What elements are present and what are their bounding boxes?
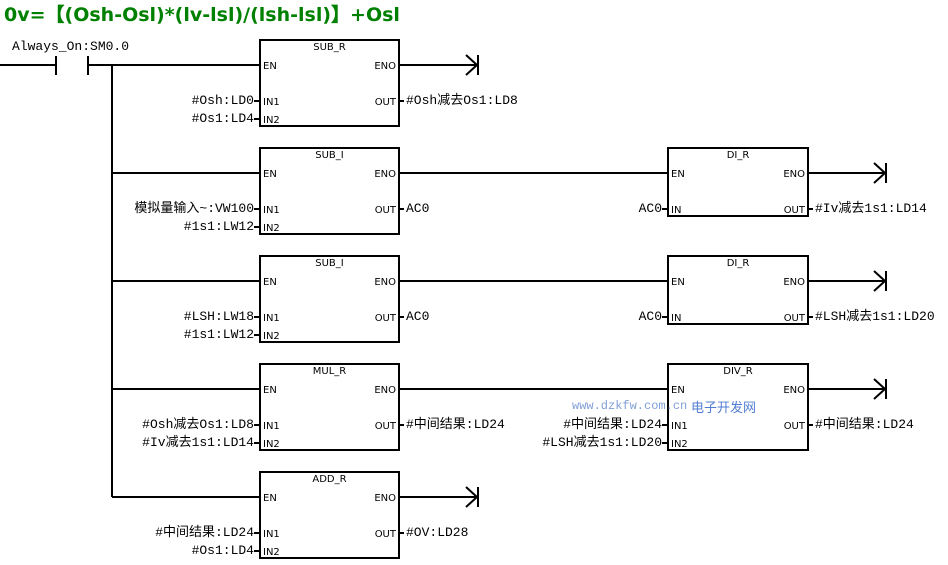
di-r-block[interactable]: DI_R EN ENO IN OUT: [667, 255, 809, 325]
pin-eno: ENO: [374, 169, 396, 180]
sub-i-in1-operand: 模拟量输入~:VW100: [134, 201, 254, 216]
mul-r-out-operand: #中间结果:LD24: [406, 417, 505, 432]
di-r-in-operand: AC0: [638, 309, 662, 324]
pin-in2: IN2: [263, 115, 280, 126]
pin-in: IN: [671, 205, 682, 216]
sub-i-in2-operand: #1s1:LW12: [183, 327, 254, 342]
sub-i-in1-operand: #LSH:LW18: [183, 309, 254, 324]
add-r-out-operand: #OV:LD28: [406, 525, 469, 540]
pin-out: OUT: [374, 313, 396, 324]
end-arrow-icon: [873, 270, 887, 292]
pin-out: OUT: [783, 421, 805, 432]
pin-in2: IN2: [263, 223, 280, 234]
block-name: SUB_I: [315, 258, 344, 269]
pin-eno: ENO: [783, 385, 805, 396]
pin-in: IN: [671, 313, 682, 324]
sub-r-in2-operand: #Os1:LD4: [191, 111, 254, 126]
pin-in1: IN1: [263, 529, 280, 540]
watermark-url: www.dzkfw.com.cn: [572, 399, 688, 413]
pin-in1: IN1: [263, 313, 280, 324]
end-arrow-icon: [873, 162, 887, 184]
pin-eno: ENO: [374, 493, 396, 504]
sub-r-out-operand: #Osh减去Os1:LD8: [406, 93, 518, 108]
pin-in1: IN1: [263, 421, 280, 432]
end-arrow-icon: [465, 486, 479, 508]
pin-eno: ENO: [374, 61, 396, 72]
di-r-out-operand: #Iv减去1s1:LD14: [815, 201, 927, 216]
block-name: DIV_R: [723, 366, 753, 377]
block-name: ADD_R: [312, 474, 347, 485]
sub-r-block[interactable]: SUB_R EN ENO IN1 IN2 OUT: [259, 39, 400, 127]
block-name: SUB_I: [315, 150, 344, 161]
add-r-in2-operand: #Os1:LD4: [191, 543, 254, 558]
add-r-in1-operand: #中间结果:LD24: [155, 525, 254, 540]
pin-out: OUT: [374, 529, 396, 540]
pin-out: OUT: [374, 205, 396, 216]
div-r-block[interactable]: DIV_R EN ENO IN1 IN2 OUT: [667, 363, 809, 451]
pin-out: OUT: [374, 97, 396, 108]
block-name: DI_R: [726, 258, 750, 269]
pin-eno: ENO: [783, 277, 805, 288]
div-r-in1-operand: #中间结果:LD24: [563, 417, 662, 432]
pin-out: OUT: [783, 205, 805, 216]
di-r-in-operand: AC0: [638, 201, 662, 216]
pin-in2: IN2: [263, 331, 280, 342]
pin-en: EN: [263, 385, 277, 396]
watermark-site: 电子开发网: [691, 401, 757, 416]
sub-r-in1-operand: #Osh:LD0: [191, 93, 254, 108]
pin-en: EN: [263, 277, 277, 288]
formula-title: 0v=【(Osh-Osl)*(lv-lsl)/(lsh-lsl)】+Osl: [4, 4, 400, 26]
mul-r-block[interactable]: MUL_R EN ENO IN1 IN2 OUT: [259, 363, 400, 451]
div-r-in2-operand: #LSH减去1s1:LD20: [542, 435, 662, 450]
di-r-block[interactable]: DI_R EN ENO IN OUT: [667, 147, 809, 217]
pin-eno: ENO: [374, 277, 396, 288]
end-arrow-icon: [873, 378, 887, 400]
pin-eno: ENO: [374, 385, 396, 396]
end-arrow-icon: [465, 54, 479, 76]
di-r-out-operand: #LSH减去1s1:LD20: [815, 309, 935, 324]
pin-eno: ENO: [783, 169, 805, 180]
div-r-out-operand: #中间结果:LD24: [815, 417, 914, 432]
contact-label: Always_On:SM0.0: [12, 39, 130, 54]
pin-en: EN: [263, 169, 277, 180]
sub-i-in2-operand: #1s1:LW12: [183, 219, 254, 234]
block-name: MUL_R: [312, 366, 347, 377]
block-name: SUB_R: [313, 42, 346, 53]
sub-i-out-operand: AC0: [406, 201, 430, 216]
sub-i-block[interactable]: SUB_I EN ENO IN1 IN2 OUT: [259, 147, 400, 235]
mul-r-in2-operand: #Iv减去1s1:LD14: [142, 435, 254, 450]
pin-in1: IN1: [263, 97, 280, 108]
pin-out: OUT: [374, 421, 396, 432]
add-r-block[interactable]: ADD_R EN ENO IN1 IN2 OUT: [259, 471, 400, 559]
block-name: DI_R: [726, 150, 750, 161]
pin-en: EN: [671, 277, 685, 288]
sub-i-block[interactable]: SUB_I EN ENO IN1 IN2 OUT: [259, 255, 400, 343]
pin-en: EN: [263, 493, 277, 504]
pin-in2: IN2: [671, 439, 688, 450]
pin-in1: IN1: [263, 205, 280, 216]
pin-en: EN: [671, 385, 685, 396]
pin-en: EN: [263, 61, 277, 72]
sub-i-out-operand: AC0: [406, 309, 430, 324]
mul-r-in1-operand: #Osh减去Os1:LD8: [142, 417, 254, 432]
pin-in2: IN2: [263, 547, 280, 558]
pin-en: EN: [671, 169, 685, 180]
pin-in2: IN2: [263, 439, 280, 450]
pin-in1: IN1: [671, 421, 688, 432]
pin-out: OUT: [783, 313, 805, 324]
